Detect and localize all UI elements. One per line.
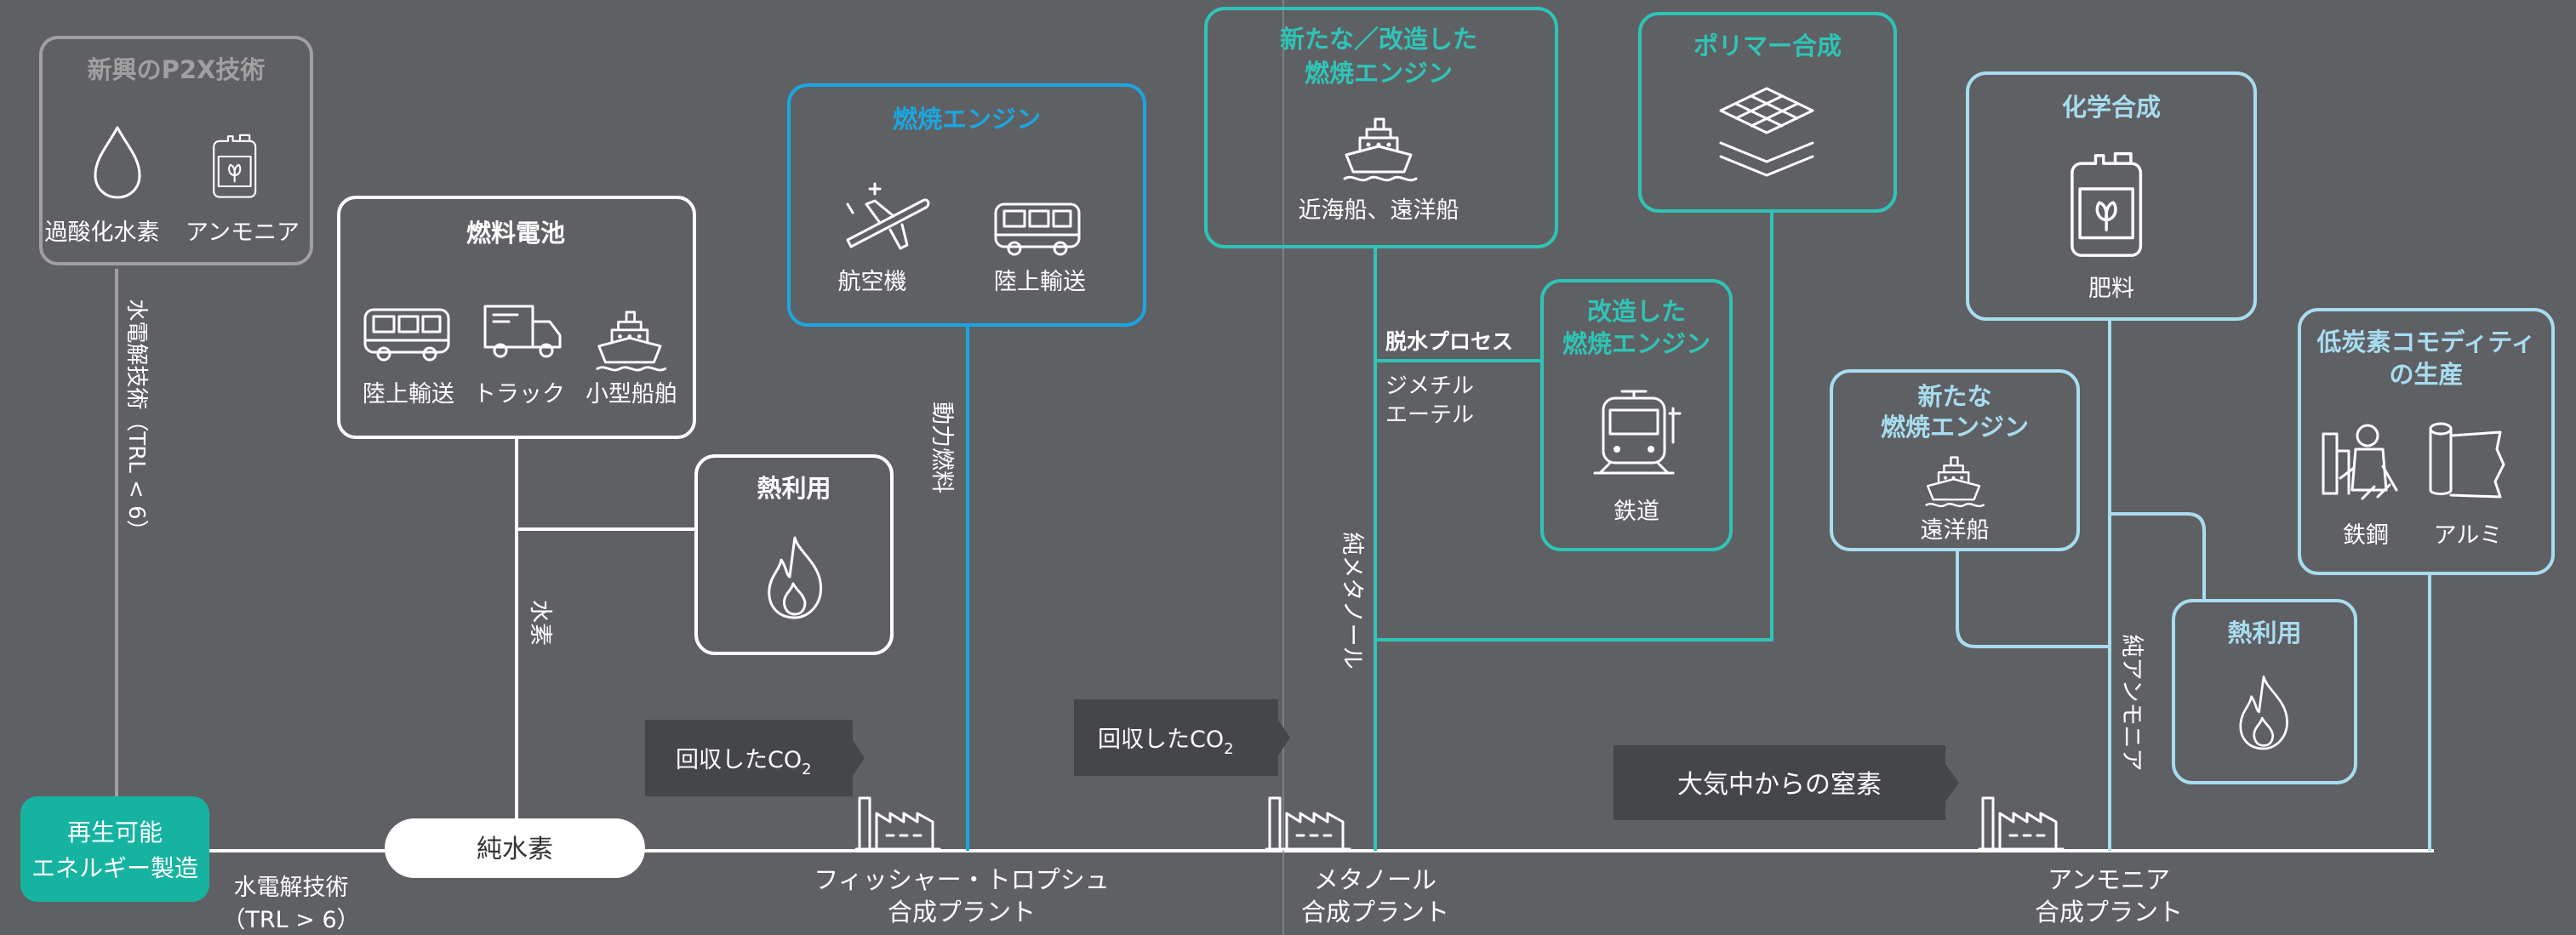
ft-plant-line1: フィッシャー・トロプシュ xyxy=(814,865,1109,894)
steel-worker-icon xyxy=(2322,424,2398,500)
combustion-item-land: 陸上輸送 xyxy=(994,269,1086,295)
fuel-cell-title: 燃料電池 xyxy=(466,219,565,248)
ammonia-plant-line2: 合成プラント xyxy=(2035,898,2183,926)
co2-left-sub: 2 xyxy=(802,761,811,778)
hydrogen-label: 水素 xyxy=(527,600,553,646)
modified-engine-title2: 燃焼エンジン xyxy=(1562,329,1711,358)
heat-left-title: 熱利用 xyxy=(757,474,831,503)
bus-icon xyxy=(994,202,1081,256)
fuel-cell-box: 燃料電池 陸上輸送 トラック 小型船舶 xyxy=(337,196,696,439)
new-engine-item: 遠洋船 xyxy=(1921,517,1990,544)
droplet-icon xyxy=(94,126,141,199)
factory-icon xyxy=(1978,796,2065,851)
p2x-item-ammonia: アンモニア xyxy=(186,219,300,246)
power-fuel-label: 動力燃料 xyxy=(928,402,955,493)
electrolysis-label-line1: 水電解技術 xyxy=(234,875,349,901)
modified-engine-item: 鉄道 xyxy=(1614,499,1659,525)
svg-text:回収したCO2: 回収したCO2 xyxy=(1098,727,1234,758)
bus-icon xyxy=(363,308,450,362)
ft-plant-line2: 合成プラント xyxy=(888,898,1036,926)
factory-icon xyxy=(1265,796,1351,851)
ship-icon xyxy=(1925,456,1985,508)
chemical-item-fertilizer: 肥料 xyxy=(2088,276,2134,302)
fertilizer-canister-icon xyxy=(2071,151,2143,257)
flame-icon xyxy=(2239,676,2288,750)
train-icon xyxy=(1593,390,1682,475)
new-modified-engine-title1: 新たな／改造した xyxy=(1280,25,1477,54)
factory-icon xyxy=(854,796,941,851)
nitrogen-label-box: 大気中からの窒素 xyxy=(1614,745,1959,820)
fuel-cell-item-truck: トラック xyxy=(473,381,565,408)
ammonia-plant-line1: アンモニア xyxy=(2048,865,2170,894)
source-line1: 再生可能 xyxy=(67,818,163,847)
source-line2: エネルギー製造 xyxy=(31,854,198,882)
electrolysis-vertical-label: 水電解技術（TRL < 6） xyxy=(123,299,149,541)
polymer-title: ポリマー合成 xyxy=(1694,31,1842,60)
combustion-engine-title: 燃焼エンジン xyxy=(893,105,1041,134)
polymer-layers-icon xyxy=(1719,87,1814,177)
p2x-item-hydrogen-peroxide: 過酸化水素 xyxy=(45,219,160,246)
dme-line2: エーテル xyxy=(1385,402,1474,428)
ship-icon xyxy=(1343,117,1418,182)
low-carbon-item-aluminum: アルミ xyxy=(2434,522,2503,549)
co2-left-text: 回収したCO xyxy=(676,747,802,773)
heat-box-left: 熱利用 xyxy=(694,454,894,655)
new-engine-box: 新たな 燃焼エンジン 遠洋船 xyxy=(1830,369,2080,551)
captured-co2-left: 回収したCO2 xyxy=(645,720,865,796)
connector-lines xyxy=(111,0,2434,935)
renewable-energy-source: 再生可能 エネルギー製造 xyxy=(20,796,209,902)
co2-mid-sub: 2 xyxy=(1224,740,1233,758)
nitrogen-label: 大気中からの窒素 xyxy=(1677,770,1882,800)
methanol-plant-line1: メタノール xyxy=(1314,865,1437,894)
polymer-box: ポリマー合成 xyxy=(1638,12,1897,213)
methanol-plant-line2: 合成プラント xyxy=(1301,898,1449,926)
pure-methanol-label: 純メタノール xyxy=(1339,532,1365,669)
truck-icon xyxy=(483,305,562,358)
pure-hydrogen-node: 純水素 xyxy=(385,818,645,878)
pure-hydrogen-label: 純水素 xyxy=(477,835,553,864)
electrolysis-label-line2: （TRL > 6） xyxy=(222,907,359,933)
chemical-synthesis-box: 化学合成 肥料 xyxy=(1966,71,2257,321)
dehydration-label: 脱水プロセス xyxy=(1385,329,1513,354)
pure-ammonia-label: 純アンモニア xyxy=(2118,635,2145,772)
fertilizer-canister-icon xyxy=(213,134,257,198)
chemical-title: 化学合成 xyxy=(2062,93,2161,122)
low-carbon-item-steel: 鉄鋼 xyxy=(2343,522,2389,549)
fuel-cell-item-small-ship: 小型船舶 xyxy=(585,381,677,408)
flame-icon xyxy=(768,536,823,619)
heat-box-right: 熱利用 xyxy=(2172,599,2357,784)
new-engine-title2: 燃焼エンジン xyxy=(1881,413,2029,442)
modified-engine-title1: 改造した xyxy=(1587,297,1686,326)
airplane-icon xyxy=(846,182,930,250)
aluminum-roll-icon xyxy=(2429,422,2505,499)
combustion-engine-box: 燃焼エンジン 航空機 陸上輸送 xyxy=(787,83,1146,327)
combustion-item-aircraft: 航空機 xyxy=(838,269,907,295)
ship-icon xyxy=(596,311,667,372)
fuel-cell-item-land: 陸上輸送 xyxy=(363,381,454,408)
new-modified-engine-box: 新たな／改造した 燃焼エンジン 近海船、遠洋船 xyxy=(1204,7,1558,248)
dme-line1: ジメチル xyxy=(1385,373,1474,399)
p2x-box: 新興のP2X技術 過酸化水素 アンモニア xyxy=(39,36,313,265)
low-carbon-title1: 低炭素コモディティ xyxy=(2316,328,2535,356)
low-carbon-title2: の生産 xyxy=(2389,360,2463,389)
co2-mid-text: 回収したCO xyxy=(1098,727,1224,753)
heat-right-title: 熱利用 xyxy=(2227,619,2301,647)
new-engine-title1: 新たな xyxy=(1917,382,1991,411)
modified-engine-box: 改造した 燃焼エンジン 鉄道 xyxy=(1540,279,1733,551)
low-carbon-box: 低炭素コモディティ の生産 鉄鋼 アルミ xyxy=(2298,308,2555,575)
svg-text:回収したCO2: 回収したCO2 xyxy=(676,747,812,778)
new-modified-engine-item: 近海船、遠洋船 xyxy=(1299,197,1459,224)
new-modified-engine-title2: 燃焼エンジン xyxy=(1305,59,1453,88)
p2x-title: 新興のP2X技術 xyxy=(88,55,266,84)
captured-co2-mid: 回収したCO2 xyxy=(1074,699,1290,776)
